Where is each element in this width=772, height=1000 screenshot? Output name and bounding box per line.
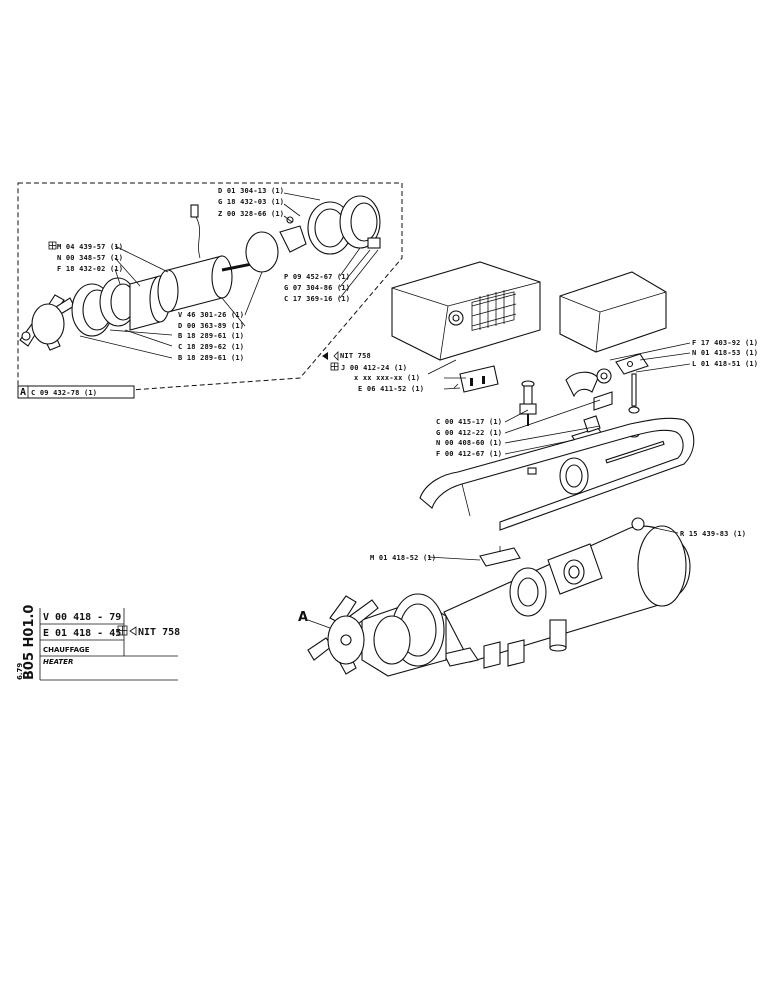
title-line1-code: V 00 418 - 79: [43, 612, 121, 623]
label-n01418-53: N 01 418-53 (1): [692, 349, 758, 357]
control-box-cover-right: [559, 271, 667, 353]
inset-wire-connector: [190, 204, 199, 218]
label-l01418: L 01 418-51 (1): [692, 360, 758, 368]
label-b18289-a: B 18 289-61 (1): [178, 332, 244, 340]
label-m01418: M 01 418-52 (1): [370, 554, 436, 562]
elbow-pipe-g00412: [565, 368, 613, 411]
label-r15439: R 15 439-83 (1): [680, 530, 746, 538]
inset-leader-lines: [79, 192, 379, 359]
section-code: B05 H01.0: [22, 605, 37, 680]
nit-marker-icon-2: [129, 626, 137, 636]
label-nit758: NIT 758: [340, 352, 371, 360]
title-line2-suffix: NIT 758: [138, 627, 180, 638]
label-p09452: P 09 452-67 (1): [284, 273, 350, 281]
label-d01304: D 01 304-13 (1): [218, 187, 284, 195]
label-f17403: F 17 403-92 (1): [692, 339, 758, 347]
label-d00363: D 00 363-89 (1): [178, 322, 244, 330]
relay-e06411: [453, 365, 499, 393]
label-j00412: J 00 412-24 (1): [341, 364, 407, 372]
title-en: HEATER: [43, 658, 73, 666]
label-b18289-b: B 18 289-61 (1): [178, 354, 244, 362]
heater-fan-motor-a: [307, 593, 447, 677]
inset-fan-hub: [31, 303, 65, 345]
label-g00412: G 00 412-22 (1): [436, 429, 502, 437]
label-m04439: M 04 439-57 (1): [57, 243, 123, 251]
label-g07304: G 07 304-86 (1): [284, 284, 350, 292]
control-box-cover-left: [391, 261, 541, 361]
title-fr: CHAUFFAGE: [43, 646, 90, 654]
title-line2-code: E 01 418 - 45: [43, 628, 121, 639]
sensor-c00415: [519, 380, 537, 426]
nit-arrow-icon: [322, 352, 328, 360]
body-end-cap: [637, 525, 687, 607]
label-z00328: Z 00 328-66 (1): [218, 210, 284, 218]
label-e06411: E 06 411-52 (1): [358, 385, 424, 393]
label-v46301: V 46 301-26 (1): [178, 311, 244, 319]
callout-a: A: [298, 610, 308, 625]
nit-marker-icon: [333, 351, 339, 361]
inset-impeller-disc: [245, 231, 279, 273]
inset-impeller: [279, 225, 307, 253]
inset-detail-frame: A C 09 432-78 (1): [17, 182, 403, 399]
label-f00412: F 00 412-67 (1): [436, 450, 502, 458]
label-n00348: N 00 348-57 (1): [57, 254, 123, 262]
title-block: B05 H01.0 6.79 V 00 418 - 79 E 01 418 - …: [16, 605, 180, 681]
inset-fan-motor-assembly: [19, 195, 381, 351]
cover-vent-grille: [471, 290, 517, 331]
heater-upper-shell: [419, 417, 695, 531]
label-f18432: F 18 432-02 (1): [57, 265, 123, 273]
inset-frame-ref: C 09 432-78 (1): [31, 389, 97, 397]
terminal-m01418: [479, 546, 521, 567]
main-leader-lines: [307, 342, 691, 629]
heater-main-body: [443, 517, 691, 669]
label-g18432: G 18 432-03 (1): [218, 198, 284, 206]
label-c17369: C 17 369-16 (1): [284, 295, 350, 303]
label-c18289: C 18 289-62 (1): [178, 343, 244, 351]
label-xxx: x xx xxx-xx (1): [354, 374, 420, 382]
page-note: 6.79: [16, 663, 24, 680]
label-c00415: C 00 415-17 (1): [436, 418, 502, 426]
body-drain-pipe: [549, 619, 567, 649]
label-n00408: N 00 408-60 (1): [436, 439, 502, 447]
main-part-labels: NIT 758 J 00 412-24 (1) x xx xxx-xx (1) …: [298, 339, 758, 625]
inset-clamp: [367, 237, 381, 249]
inset-part-labels: D 01 304-13 (1) G 18 432-03 (1) Z 00 328…: [48, 187, 350, 362]
inset-fan-nut: [21, 331, 31, 341]
inset-frame-letter: A: [20, 387, 26, 398]
